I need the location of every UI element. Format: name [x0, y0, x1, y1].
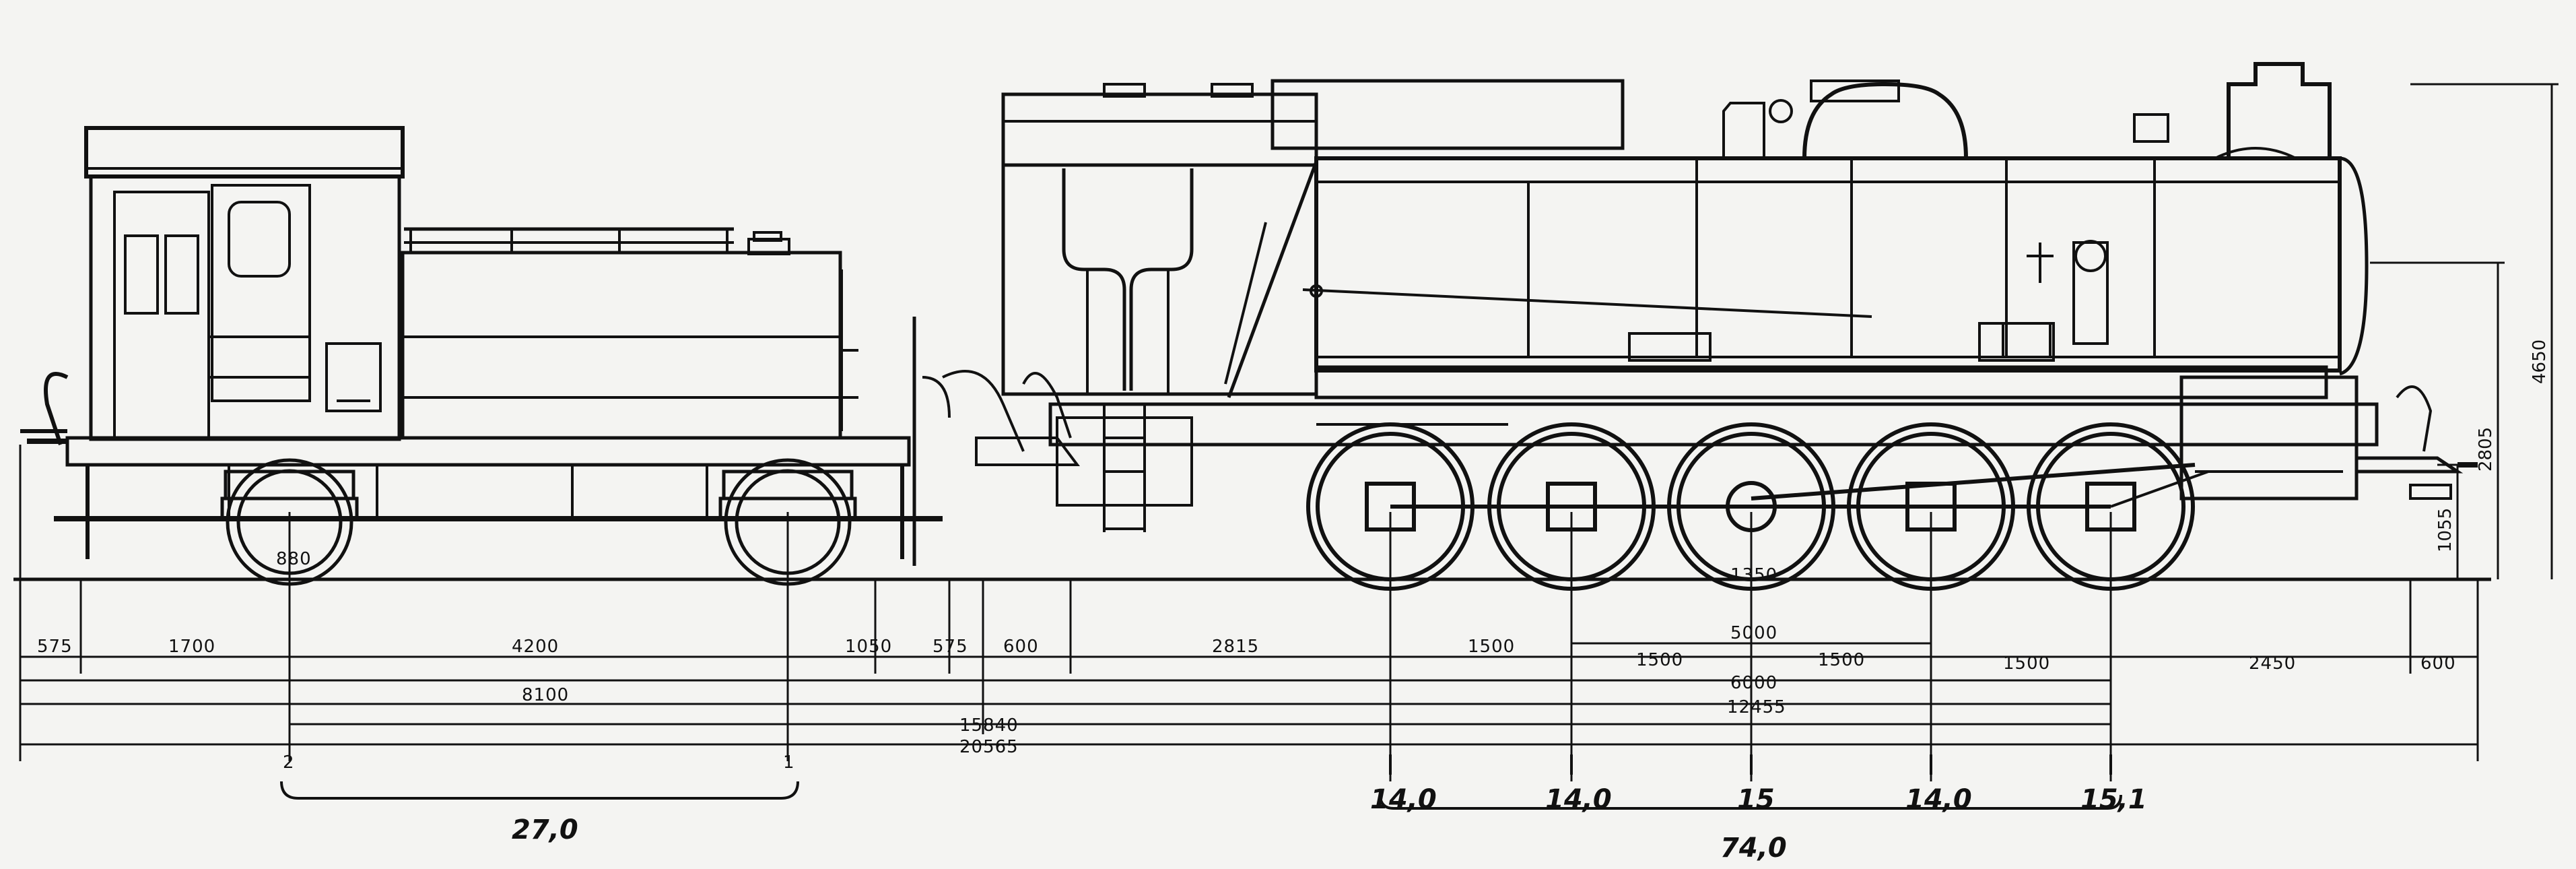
dimension-labels: 880 1350 4650 2805 1055 575 1700 4200 10…: [37, 340, 2550, 864]
axle-load-1: 14,0: [1370, 784, 1437, 815]
dim-row1-4: 575: [933, 637, 968, 657]
dim-tender-frame: 8100: [522, 685, 569, 705]
tender-axle-2: 2: [283, 752, 295, 773]
dim-row1-5: 600: [1003, 637, 1039, 657]
total-load-tender: 27,0: [512, 814, 578, 845]
dim-row1-12: 600: [2420, 653, 2456, 674]
dim-row1-2: 4200: [512, 637, 559, 657]
axle-load-5: 15,1: [2080, 784, 2147, 815]
total-load-loco: 74,0: [1720, 833, 1787, 864]
axle-load-3: 15: [1737, 784, 1775, 815]
dim-row1-6: 2815: [1212, 637, 1259, 657]
dim-row1-1: 1700: [168, 637, 215, 657]
height-buffer: 1055: [2435, 508, 2455, 552]
tender-wheel-diameter: 880: [276, 549, 312, 569]
dim-total-wheelbase: 15840: [959, 715, 1019, 736]
tender-body: [20, 126, 1080, 566]
dim-row1-11: 2450: [2249, 653, 2296, 674]
dim-row1-7: 1500: [1468, 637, 1515, 657]
load-brackets: [280, 754, 2122, 810]
dim-rigid-wheelbase: 6000: [1730, 673, 1777, 693]
axle-load-2: 14,0: [1545, 784, 1612, 815]
dim-row1-3: 1050: [845, 637, 892, 657]
axle-load-4: 14,0: [1905, 784, 1972, 815]
height-dimensions: [2370, 83, 2558, 579]
dim-row1-0: 575: [37, 637, 73, 657]
dim-row1-8: 1500: [1636, 650, 1683, 670]
dim-total-length: 20565: [959, 737, 1019, 757]
height-boiler-axis: 2805: [2476, 427, 2496, 472]
locomotive-body: [1001, 62, 2478, 532]
dim-row1-10: 1500: [2003, 653, 2050, 674]
dim-row1-9: 1500: [1818, 650, 1865, 670]
dim-loco-wheelbase: 12455: [1727, 697, 1786, 717]
loco-wheel-diameter: 1350: [1730, 565, 1777, 585]
tender-axle-1: 1: [783, 752, 795, 773]
dim-frame: 5000: [1730, 623, 1777, 643]
connecting-rod: [1751, 463, 2196, 501]
height-total: 4650: [2530, 340, 2550, 384]
dimension-lines: [19, 445, 2479, 781]
